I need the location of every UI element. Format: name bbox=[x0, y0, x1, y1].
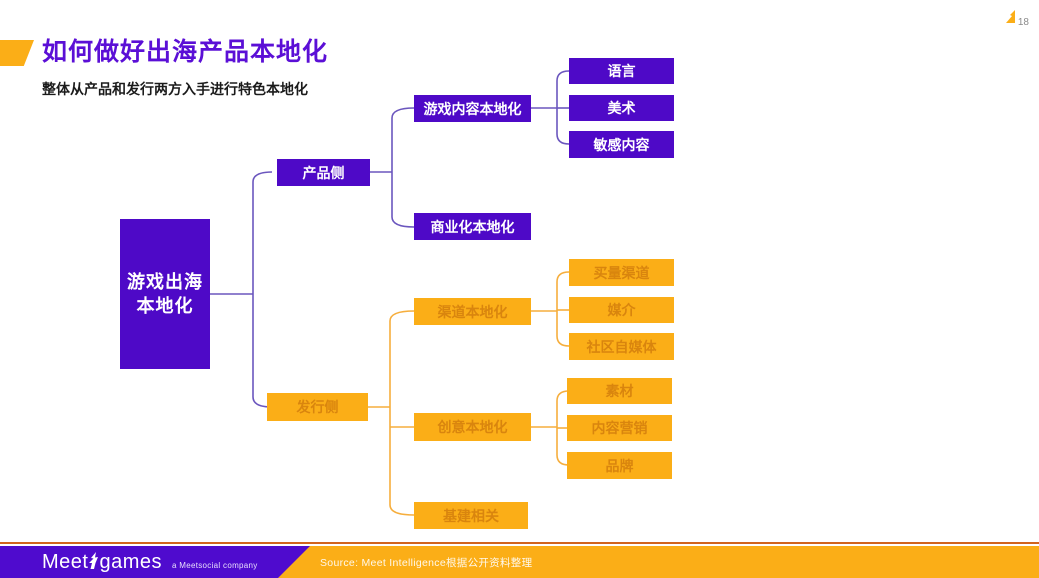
node-infrastructure: 基建相关 bbox=[414, 502, 528, 529]
node-art: 美术 bbox=[569, 95, 674, 121]
logo-text-meet: Meet bbox=[42, 550, 89, 573]
node-root-line1: 游戏出海 bbox=[127, 271, 203, 292]
torch-icon bbox=[1005, 10, 1017, 28]
node-media: 媒介 bbox=[569, 297, 674, 323]
node-sensitive-content: 敏感内容 bbox=[569, 131, 674, 158]
node-product-side: 产品侧 bbox=[277, 159, 370, 186]
node-commercial-localization: 商业化本地化 bbox=[414, 213, 531, 240]
node-paid-channels: 买量渠道 bbox=[569, 259, 674, 286]
node-publish-side: 发行侧 bbox=[267, 393, 368, 421]
node-brand: 品牌 bbox=[567, 452, 672, 479]
connector-publish bbox=[368, 310, 415, 516]
node-content-localization: 游戏内容本地化 bbox=[414, 95, 531, 122]
node-root-game-localization: 游戏出海 本地化 bbox=[120, 219, 210, 369]
node-root-line2: 本地化 bbox=[136, 296, 194, 316]
meetgames-logo: Meet games a Meetsocial company bbox=[42, 551, 258, 574]
node-language: 语言 bbox=[569, 58, 674, 84]
connector-product bbox=[370, 107, 415, 228]
node-creative-localization: 创意本地化 bbox=[414, 413, 531, 441]
torch-icon bbox=[89, 552, 98, 574]
footer-divider-line bbox=[0, 542, 1039, 544]
node-content-marketing: 内容营销 bbox=[567, 415, 672, 441]
node-assets: 素材 bbox=[567, 378, 672, 404]
footer-brand-area: Meet games a Meetsocial company bbox=[0, 546, 310, 578]
page-marker: 18 bbox=[1005, 10, 1029, 28]
footer-source-text: Source: Meet Intelligence根据公开资料整理 bbox=[320, 556, 533, 569]
page-subtitle: 整体从产品和发行两方入手进行特色本地化 bbox=[42, 81, 308, 97]
connector-creative bbox=[531, 390, 570, 466]
page-number: 18 bbox=[1017, 17, 1029, 28]
page-title: 如何做好出海产品本地化 bbox=[42, 38, 329, 66]
logo-text-games: games bbox=[99, 550, 162, 573]
connector-content bbox=[531, 70, 570, 145]
node-channel-localization: 渠道本地化 bbox=[414, 298, 531, 325]
connector-channel bbox=[531, 271, 570, 347]
logo-tagline: a Meetsocial company bbox=[172, 560, 258, 570]
connector-root bbox=[210, 171, 273, 408]
node-community-media: 社区自媒体 bbox=[569, 333, 674, 360]
footer: Meet games a Meetsocial company Source: … bbox=[0, 546, 1039, 578]
